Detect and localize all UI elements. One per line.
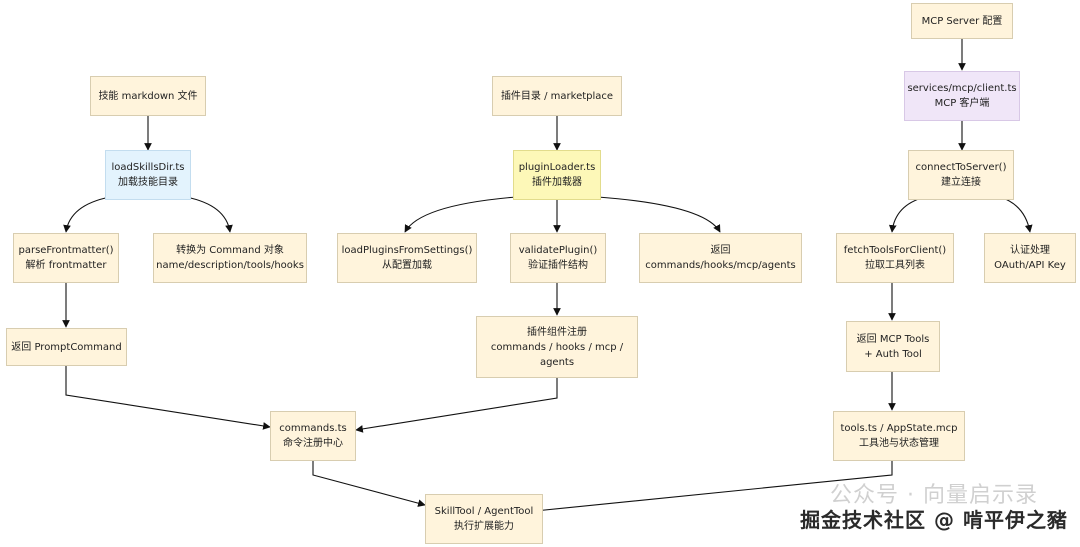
node-return-components: 返回 commands/hooks/mcp/agents <box>639 233 802 283</box>
edge-commands-skill <box>312 460 426 507</box>
node-plugin-loader-line2: 插件加载器 <box>532 177 582 188</box>
node-skill-tool: SkillTool / AgentTool 执行扩展能力 <box>425 494 543 544</box>
node-plugin-dir-line1: 插件目录 / marketplace <box>500 90 614 102</box>
node-tools-ts: tools.ts / AppState.mcp 工具池与状态管理 <box>833 411 965 461</box>
edge-loadskills-parse <box>63 196 111 233</box>
node-mcp-server-config-line1: MCP Server 配置 <box>921 15 1003 27</box>
node-convert-command-line1: 转换为 Command 对象 <box>176 245 284 256</box>
node-connect-to-server-line1: connectToServer() <box>915 162 1007 173</box>
edge-loader-return <box>597 196 721 233</box>
node-load-skills-dir: loadSkillsDir.ts 加载技能目录 <box>105 150 191 200</box>
edge-return-commands <box>65 366 271 430</box>
node-convert-command-line2: name/description/tools/hooks <box>156 260 304 271</box>
node-skill-tool-line1: SkillTool / AgentTool <box>434 506 534 517</box>
node-mcp-client-line2: MCP 客户端 <box>934 98 990 109</box>
node-fetch-tools-line2: 拉取工具列表 <box>865 260 925 271</box>
node-commands-ts-line1: commands.ts <box>279 423 347 434</box>
node-return-mcp-tools: 返回 MCP Tools + Auth Tool <box>846 321 940 372</box>
node-plugin-register-line3: agents <box>539 356 575 368</box>
node-commands-ts: commands.ts 命令注册中心 <box>270 411 356 461</box>
node-mcp-server-config: MCP Server 配置 <box>911 3 1013 39</box>
node-auth-line2: OAuth/API Key <box>994 260 1066 271</box>
node-return-components-line2: commands/hooks/mcp/agents <box>645 260 796 271</box>
edge-connect-fetch <box>888 196 926 233</box>
edge-loader-load <box>404 196 517 233</box>
node-commands-ts-line2: 命令注册中心 <box>283 438 343 449</box>
node-parse-frontmatter: parseFrontmatter() 解析 frontmatter <box>13 233 119 283</box>
node-tools-ts-line1: tools.ts / AppState.mcp <box>840 423 958 434</box>
node-return-prompt-command: 返回 PromptCommand <box>6 328 127 366</box>
node-parse-frontmatter-line2: 解析 frontmatter <box>25 260 107 271</box>
juejin-watermark: 掘金技术社区 @ 啃平伊之豬 <box>800 508 1068 532</box>
edge-tools-skill <box>534 460 893 515</box>
node-plugin-loader-line1: pluginLoader.ts <box>518 162 596 173</box>
node-mcp-client-line1: services/mcp/client.ts <box>907 83 1017 94</box>
node-return-mcp-tools-line2: + Auth Tool <box>864 348 922 360</box>
edge-register-commands <box>355 378 558 433</box>
node-convert-command: 转换为 Command 对象 name/description/tools/ho… <box>153 233 307 283</box>
node-connect-to-server: connectToServer() 建立连接 <box>908 150 1014 200</box>
node-plugin-loader: pluginLoader.ts 插件加载器 <box>513 150 601 200</box>
node-skill-tool-line2: 执行扩展能力 <box>454 521 514 532</box>
node-load-plugins-from-settings: loadPluginsFromSettings() 从配置加载 <box>337 233 477 283</box>
node-load-plugins-line1: loadPluginsFromSettings() <box>341 245 473 256</box>
node-load-plugins-line2: 从配置加载 <box>382 260 432 271</box>
wechat-watermark: 公众号 · 向量启示录 <box>830 483 1038 508</box>
node-validate-plugin: validatePlugin() 验证插件结构 <box>510 233 606 283</box>
node-plugin-register-line1: 插件组件注册 <box>527 326 587 338</box>
node-fetch-tools-line1: fetchToolsForClient() <box>843 245 947 256</box>
node-auth-line1: 认证处理 <box>1010 245 1050 256</box>
node-return-prompt-command-line1: 返回 PromptCommand <box>11 341 122 353</box>
node-plugin-register: 插件组件注册 commands / hooks / mcp / agents <box>476 316 638 378</box>
node-skill-markdown: 技能 markdown 文件 <box>90 76 206 116</box>
edge-loadskills-convert <box>185 196 233 233</box>
node-return-components-line1: 返回 <box>710 245 731 256</box>
node-skill-markdown-line1: 技能 markdown 文件 <box>98 90 198 102</box>
node-load-skills-dir-line2: 加载技能目录 <box>118 177 178 188</box>
node-auth: 认证处理 OAuth/API Key <box>984 233 1076 283</box>
node-validate-plugin-line2: 验证插件结构 <box>528 260 588 271</box>
node-load-skills-dir-line1: loadSkillsDir.ts <box>111 162 185 173</box>
node-connect-to-server-line2: 建立连接 <box>941 177 981 188</box>
node-tools-ts-line2: 工具池与状态管理 <box>859 438 939 449</box>
node-validate-plugin-line1: validatePlugin() <box>518 245 598 256</box>
edge-connect-auth <box>999 196 1033 233</box>
watermark: 公众号 · 向量启示录 掘金技术社区 @ 啃平伊之豬 <box>800 483 1068 533</box>
node-plugin-register-line2: commands / hooks / mcp / <box>490 341 624 353</box>
node-return-mcp-tools-line1: 返回 MCP Tools <box>856 333 930 345</box>
node-plugin-dir: 插件目录 / marketplace <box>492 76 622 116</box>
node-fetch-tools: fetchToolsForClient() 拉取工具列表 <box>836 233 954 283</box>
node-parse-frontmatter-line1: parseFrontmatter() <box>18 245 114 256</box>
node-mcp-client: services/mcp/client.ts MCP 客户端 <box>904 71 1020 121</box>
